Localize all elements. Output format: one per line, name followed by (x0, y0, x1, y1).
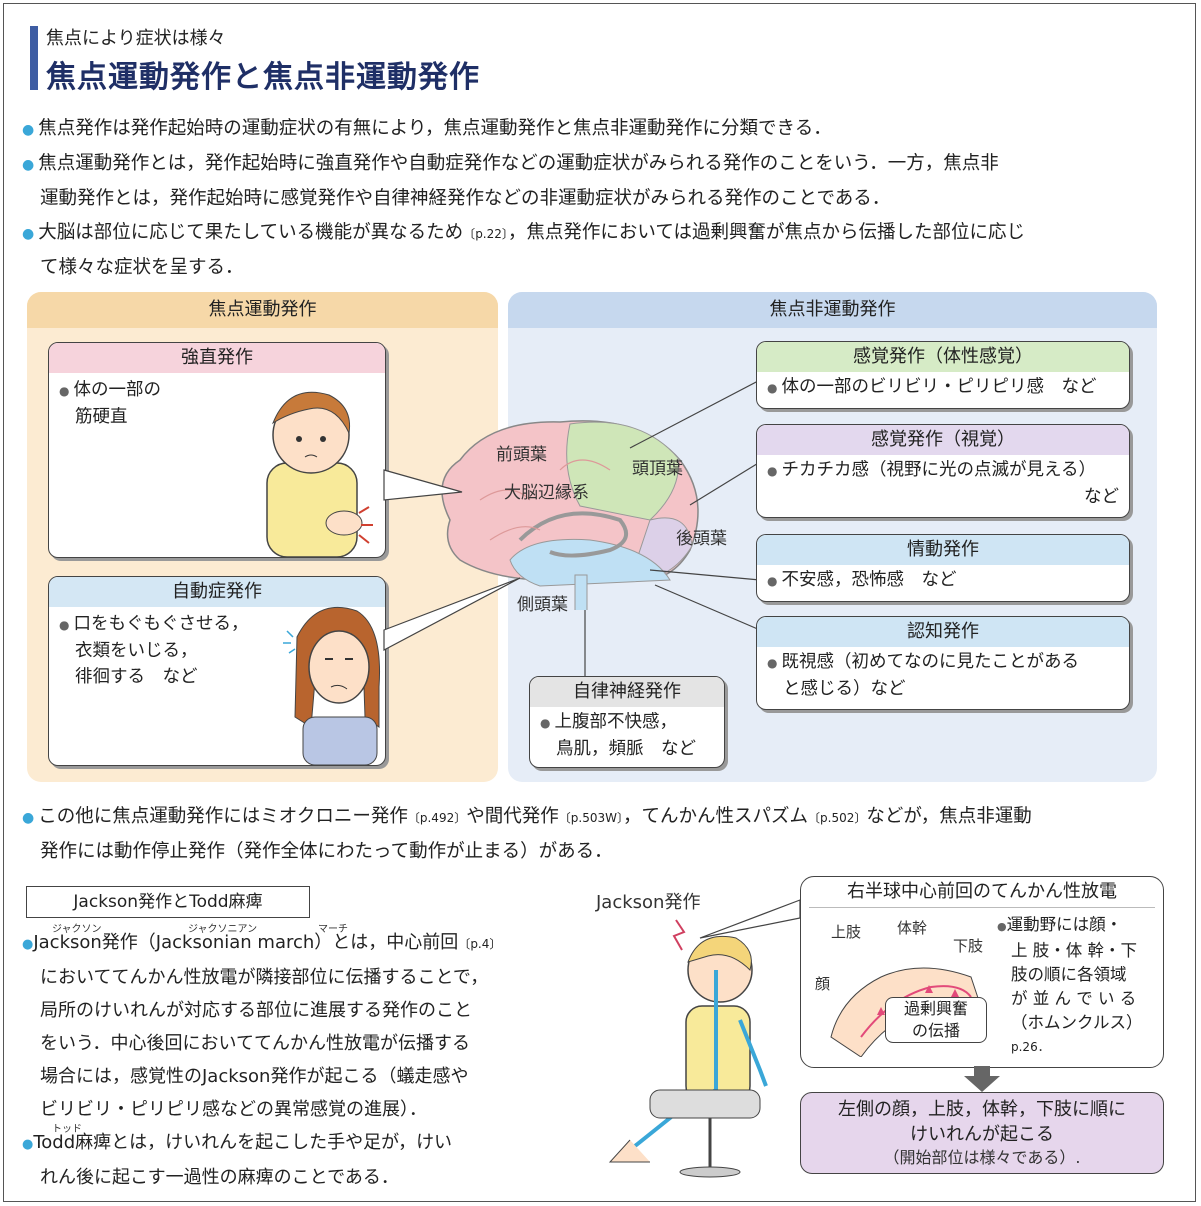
homunculus-upper-label: 上肢 (831, 923, 862, 941)
tonic-seizure-card: 強直発作 ●体の一部の 筋硬直 (48, 342, 386, 558)
boy-illustration (266, 391, 373, 557)
down-arrow-icon (964, 1066, 1000, 1092)
jackson-paragraph: ●Jackson発作（Jacksonian march）とは，中心前回〔p.4〕… (22, 932, 502, 1188)
card-title: 感覚発作（体性感覚） (757, 342, 1129, 372)
bullet-item: ●焦点運動発作とは，発作起始時に強直発作や自動症発作などの運動症状がみられる発作… (22, 153, 999, 174)
cognitive-seizure-card: 認知発作 ●既視感（初めてなのに見たことがある と感じる）など (756, 616, 1130, 710)
occipital-lobe-label: 後頭葉 (676, 529, 727, 549)
bullet-dot-icon: ● (22, 226, 35, 242)
bullet-dot-icon: ● (22, 810, 35, 826)
bullet-dot-icon: ● (767, 464, 778, 478)
bubble-title: 右半球中心前回のてんかん性放電 (809, 877, 1155, 908)
header-kicker: 焦点により症状は様々 (46, 28, 226, 49)
other-seizures-bullet: ●この他に焦点運動発作にはミオクロニー発作〔p.492〕や間代発作〔p.503W… (22, 806, 1032, 862)
card-title: 感覚発作（視覚） (757, 425, 1129, 455)
jackson-section-title: Jackson発作とTodd麻痺 (26, 886, 310, 918)
page-frame (3, 3, 1196, 1202)
homunculus-lower-label: 下肢 (953, 937, 984, 955)
ruby-text: トッド (52, 1124, 82, 1135)
automatism-seizure-card: 自動症発作 ●口をもぐもぐさせる， 衣類をいじる， 徘徊する など (48, 576, 386, 766)
bullet-dot-icon: ● (59, 384, 70, 398)
homunculus-description: ●運動野には顔・ 上 肢・体 幹・下 肢の順に各領域 が 並 ん で い る （… (997, 915, 1143, 1054)
brain-illustration (441, 420, 699, 610)
bullet-continuation: て様々な症状を呈する． (40, 257, 244, 278)
bullet-dot-icon: ● (22, 157, 35, 173)
bullet-item: ●焦点発作は発作起始時の運動症状の有無により，焦点運動発作と焦点非運動発作に分類… (22, 118, 832, 139)
homunculus-face-label: 顔 (815, 975, 831, 993)
parietal-lobe-label: 頭頂葉 (632, 459, 683, 479)
page-ref: 〔p.22〕 (463, 227, 508, 241)
bullet-dot-icon: ● (22, 122, 35, 138)
card-title: 情動発作 (757, 535, 1129, 565)
card-title: 強直発作 (49, 343, 385, 373)
card-title: 自律神経発作 (530, 677, 724, 707)
spread-label: 過剰興奮 の伝播 (885, 997, 987, 1043)
temporal-lobe-label: 側頭葉 (517, 595, 568, 615)
bullet-dot-icon: ● (540, 716, 551, 730)
bullet-dot-icon: ● (767, 656, 778, 670)
card-title: 認知発作 (757, 617, 1129, 647)
bullet-dot-icon: ● (59, 618, 70, 632)
homunculus-bubble: 右半球中心前回のてんかん性放電 上肢 体幹 下肢 顔 過剰興奮 の伝播 ●運動野… (800, 876, 1164, 1068)
focal-motor-title: 焦点運動発作 (27, 292, 498, 328)
seated-person-illustration (608, 919, 768, 1178)
emotional-seizure-card: 情動発作 ●不安感，恐怖感 など (756, 534, 1130, 602)
somatosensory-seizure-card: 感覚発作（体性感覚） ●体の一部のビリビリ・ピリピリ感 など (756, 341, 1130, 409)
homunculus-trunk-label: 体幹 (897, 919, 928, 937)
autonomic-seizure-card: 自律神経発作 ●上腹部不快感， 鳥肌，頻脈 など (529, 676, 725, 768)
woman-illustration (283, 606, 380, 765)
ruby-text: ジャクソン (52, 924, 102, 935)
bullet-continuation: 運動発作とは，発作起始時に感覚発作や自律神経発作などの非運動症状がみられる発作の… (40, 188, 891, 209)
intro-bullets: ●焦点発作は発作起始時の運動症状の有無により，焦点運動発作と焦点非運動発作に分類… (22, 112, 1182, 285)
limbic-system-label: 大脳辺縁系 (504, 483, 589, 503)
focal-nonmotor-title: 焦点非運動発作 (508, 292, 1157, 328)
jackson-result-box: 左側の顔，上肢，体幹，下肢に順に けいれんが起こる （開始部位は様々である）. (800, 1092, 1164, 1174)
frontal-lobe-label: 前頭葉 (496, 445, 547, 465)
card-title: 自動症発作 (49, 577, 385, 607)
ruby-text: ジャクソニアン (188, 924, 258, 935)
bullet-dot-icon: ● (767, 574, 778, 588)
bullet-item: ●大脳は部位に応じて果たしている機能が異なるため〔p.22〕，焦点発作においては… (22, 222, 1025, 243)
page-title: 焦点運動発作と焦点非運動発作 (46, 60, 480, 95)
ruby-text: マーチ (318, 924, 348, 935)
bullet-dot-icon: ● (767, 381, 778, 395)
jackson-figure-label: Jackson発作 (596, 892, 701, 913)
visual-seizure-card: 感覚発作（視覚） ●チカチカ感（視野に光の点滅が見える） など (756, 424, 1130, 518)
header-accent-bar (30, 26, 38, 90)
